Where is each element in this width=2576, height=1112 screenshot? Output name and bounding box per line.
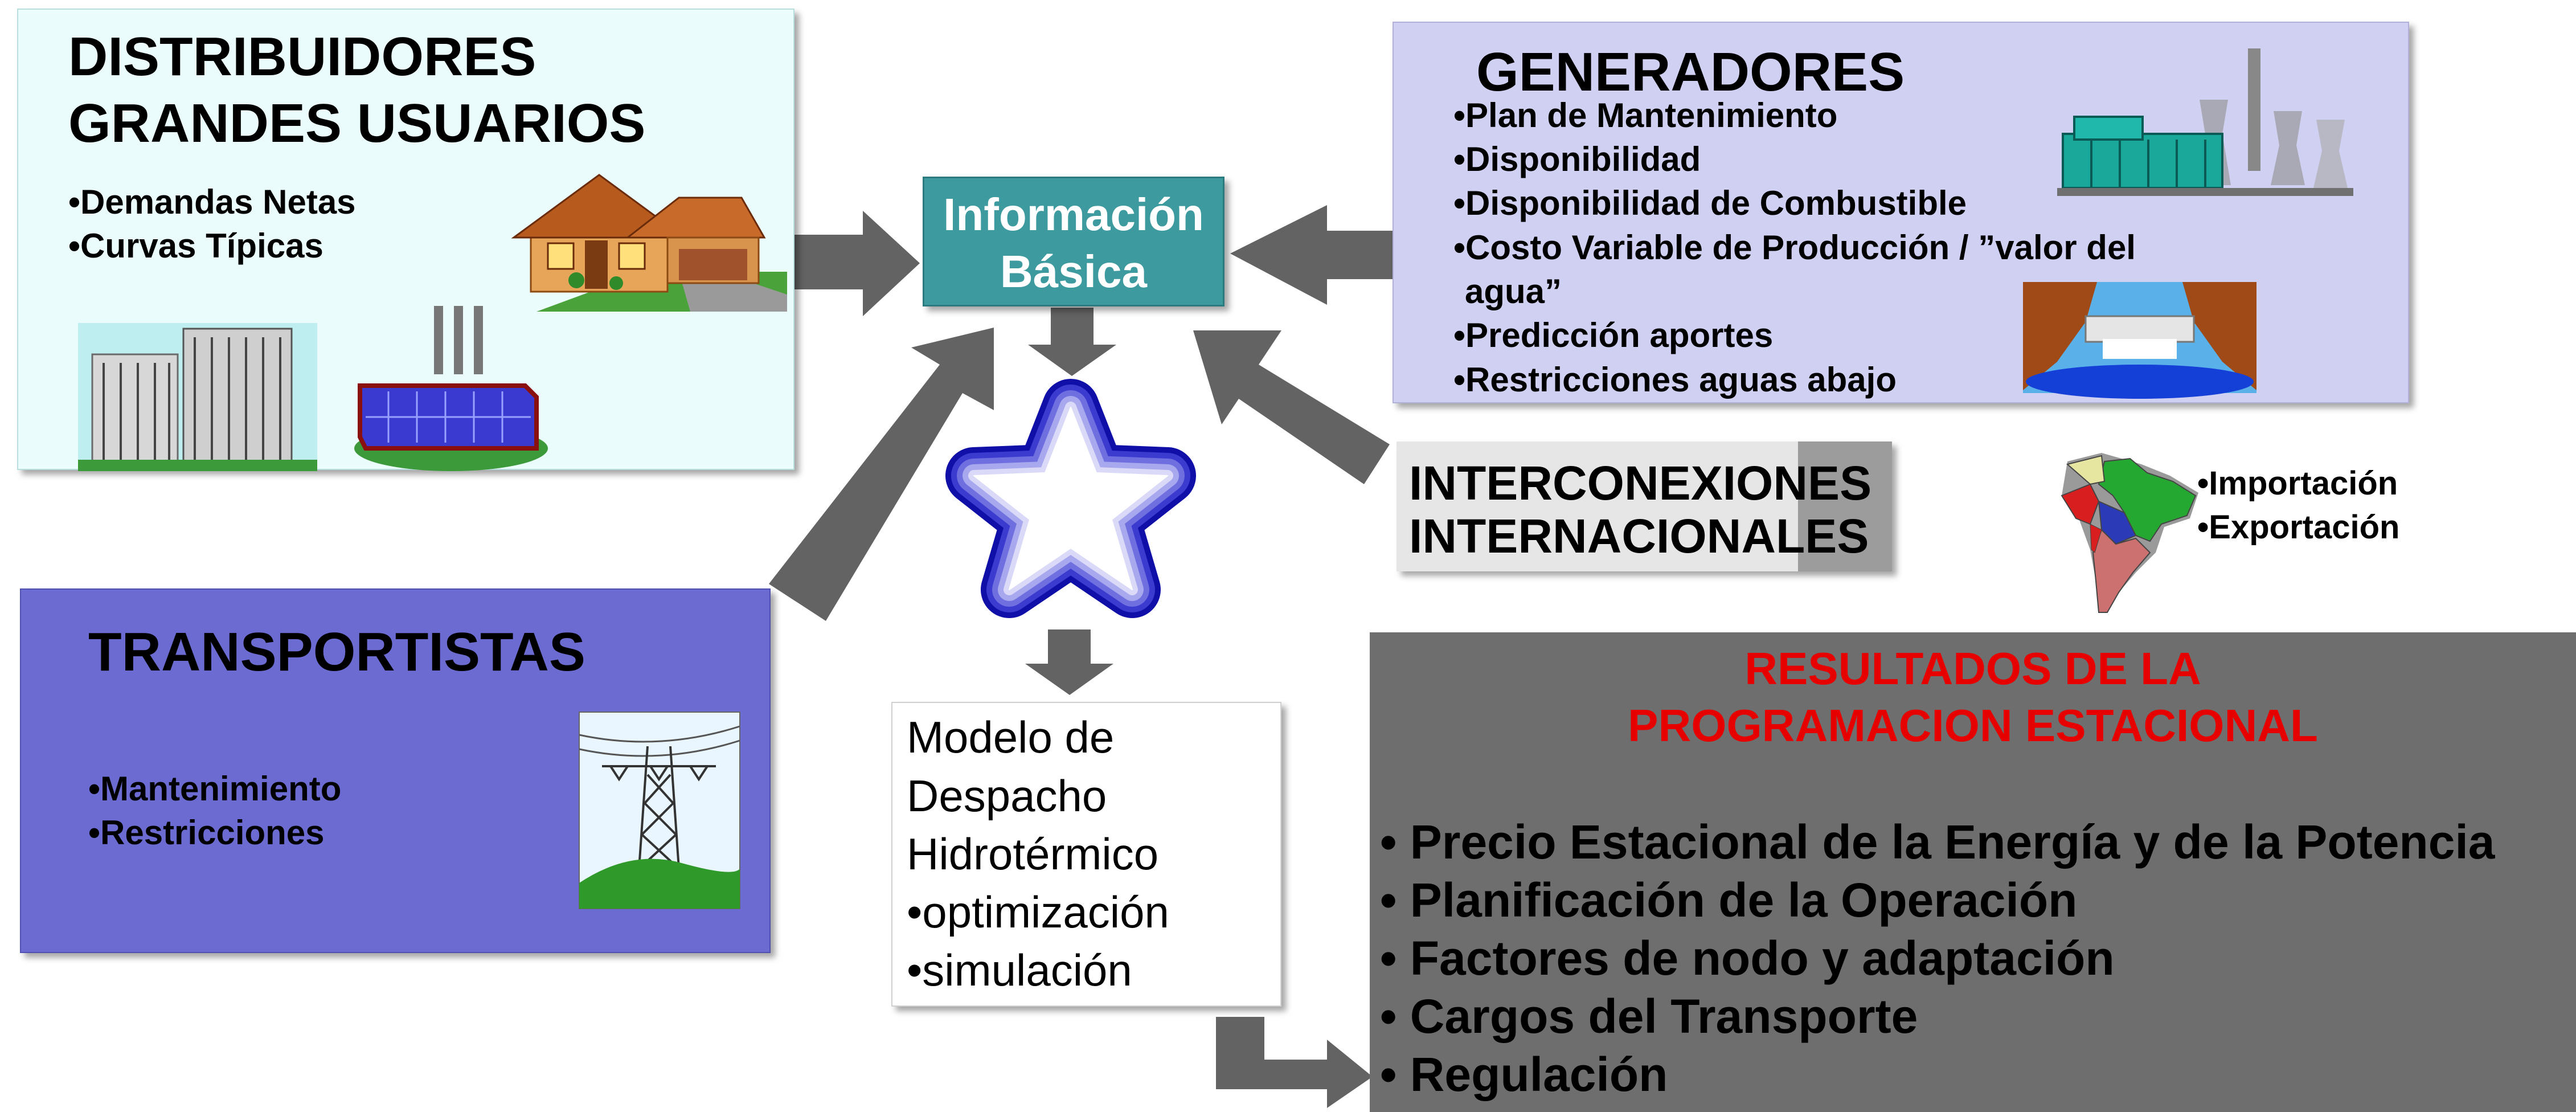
resultados-item-4: • Cargos del Transporte [1380, 990, 1918, 1043]
modelo-line-4: •optimización [907, 887, 1169, 937]
transportistas-box: TRANSPORTISTAS •Mantenimiento •Restricci… [20, 588, 771, 953]
distribuidores-item-2: •Curvas Típicas [68, 227, 323, 265]
dam-icon [2023, 282, 2256, 399]
generadores-item-2: •Disponibilidad [1453, 140, 1701, 178]
distribuidores-item-1: •Demandas Netas [68, 183, 356, 221]
distribuidores-title-line2: GRANDES USUARIOS [68, 93, 646, 154]
interconexiones-item-2: •Exportación [2197, 509, 2400, 546]
resultados-item-5: • Regulación [1380, 1048, 1668, 1101]
generadores-item-6: •Restricciones aguas abajo [1453, 361, 1897, 399]
resultados-box: RESULTADOS DE LA PROGRAMACION ESTACIONAL… [1370, 632, 2576, 1112]
arrow-info-to-star [1028, 308, 1116, 376]
arrow-interconexiones-to-info [1193, 330, 1390, 484]
generadores-item-5: •Predicción aportes [1453, 316, 1774, 354]
generadores-item-4-cont: agua” [1465, 272, 1562, 310]
modelo-despacho-box: Modelo de Despacho Hidrotérmico •optimiz… [891, 702, 1281, 1007]
office-buildings-icon [78, 323, 317, 471]
modelo-line-3: Hidrotérmico [907, 829, 1159, 879]
interconexiones-inner-panel [1396, 441, 1798, 571]
resultados-title-line1: RESULTADOS DE LA [1744, 643, 2201, 694]
transportistas-item-2: •Restricciones [88, 813, 325, 852]
distribuidores-title-line1: DISTRIBUIDORES [68, 26, 537, 87]
dispatch-star-icon [945, 379, 1196, 618]
house-icon [511, 174, 787, 312]
factory-icon [354, 306, 548, 471]
interconexiones-item-1: •Importación [2197, 465, 2398, 502]
resultados-item-3: • Factores de nodo y adaptación [1380, 931, 2115, 985]
interconexiones-line1: INTERCONEXIONES [1409, 456, 1872, 510]
modelo-line-2: Despacho [907, 771, 1107, 821]
arrow-modelo-to-resultados [1216, 1017, 1373, 1108]
arrow-distribuidores-to-info [794, 211, 920, 316]
resultados-title-line2: PROGRAMACION ESTACIONAL [1628, 700, 2318, 751]
transportistas-title: TRANSPORTISTAS [88, 622, 585, 682]
generadores-title: GENERADORES [1476, 42, 1905, 103]
arrow-transportistas-to-info [769, 328, 994, 621]
south-america-map-icon [2061, 453, 2198, 613]
resultados-item-2: • Planificación de la Operación [1380, 873, 2078, 927]
informacion-line2: Básica [1000, 246, 1147, 297]
arrow-star-to-modelo [1025, 629, 1113, 695]
interconexiones-box: INTERCONEXIONES INTERNACIONALES [1396, 441, 1892, 571]
informacion-basica-box: Información Básica [923, 177, 1224, 306]
generadores-box: GENERADORES •Plan de Mantenimiento •Disp… [1393, 22, 2409, 403]
interconexiones-line2: INTERNACIONALES [1409, 509, 1869, 563]
distribuidores-box: DISTRIBUIDORES GRANDES USUARIOS •Demanda… [17, 9, 794, 471]
transportistas-item-1: •Mantenimiento [88, 770, 342, 808]
power-plant-icon [2057, 48, 2353, 196]
transmission-tower-icon [579, 712, 740, 909]
generadores-item-1: •Plan de Mantenimiento [1453, 96, 1838, 134]
resultados-item-1: • Precio Estacional de la Energía y de l… [1380, 815, 2495, 869]
modelo-line-1: Modelo de [907, 712, 1115, 762]
generadores-item-3: •Disponibilidad de Combustible [1453, 184, 1967, 222]
arrow-generadores-to-info [1230, 205, 1401, 305]
modelo-line-5: •simulación [907, 945, 1132, 995]
generadores-item-4: •Costo Variable de Producción / ”valor d… [1453, 228, 2136, 267]
informacion-line1: Información [943, 189, 1204, 240]
